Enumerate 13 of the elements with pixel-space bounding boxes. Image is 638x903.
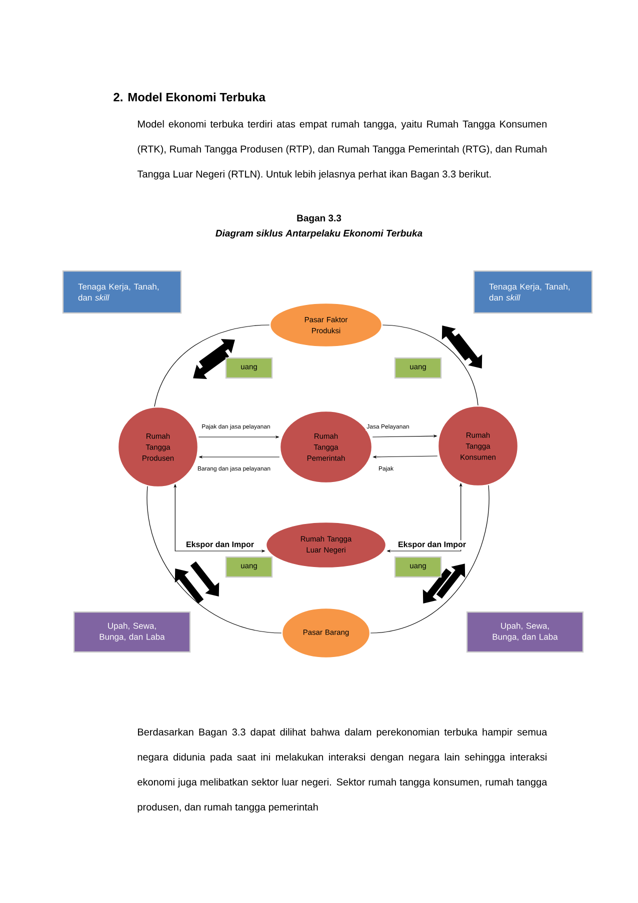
factor-box: Tenaga Kerja, Tanah, dan skill <box>473 270 593 314</box>
paragraph: Berdasarkan Bagan 3.3 dapat dilihat bahwa dalam perekonomian terbuka hampir semua negara didunia pada saat ini melakukan interaksi dengan negara lain sehingga interaksi ekonomi juga melibatkan sektor luar negeri. Sektor rumah tangga konsumen, rumah tangga produsen, dan rumah tangga pemerintah <box>138 728 548 813</box>
paragraph: Model ekonomi terbuka terdiri atas empat rumah tangga, yaitu Rumah Tangga Konsumen (RTK), Rumah Tangga Produsen (RTP), dan Rumah Tangga Pemerintah (RTG), dan Rumah Tangga Luar Negeri (RTLN). Untuk lebih jelasnya perhat ikan Bagan 3.3 berikut. <box>137 120 546 180</box>
connector <box>146 486 282 634</box>
figure-number: Bagan 3.3 <box>297 214 342 224</box>
factor-box: Tenaga Kerja, Tanah, dan skill <box>62 270 182 314</box>
connector <box>154 324 270 407</box>
figure-title: Diagram siklus Antarpelaku Ekonomi Terbuka <box>216 230 422 238</box>
income-box: Upah, Sewa, Bunga, dan Laba <box>73 611 191 653</box>
income-box: Upah, Sewa, Bunga, dan Laba <box>466 611 584 653</box>
connector <box>370 484 490 634</box>
connector <box>382 324 478 406</box>
section-heading: 2. Model Ekonomi Terbuka <box>114 92 266 102</box>
